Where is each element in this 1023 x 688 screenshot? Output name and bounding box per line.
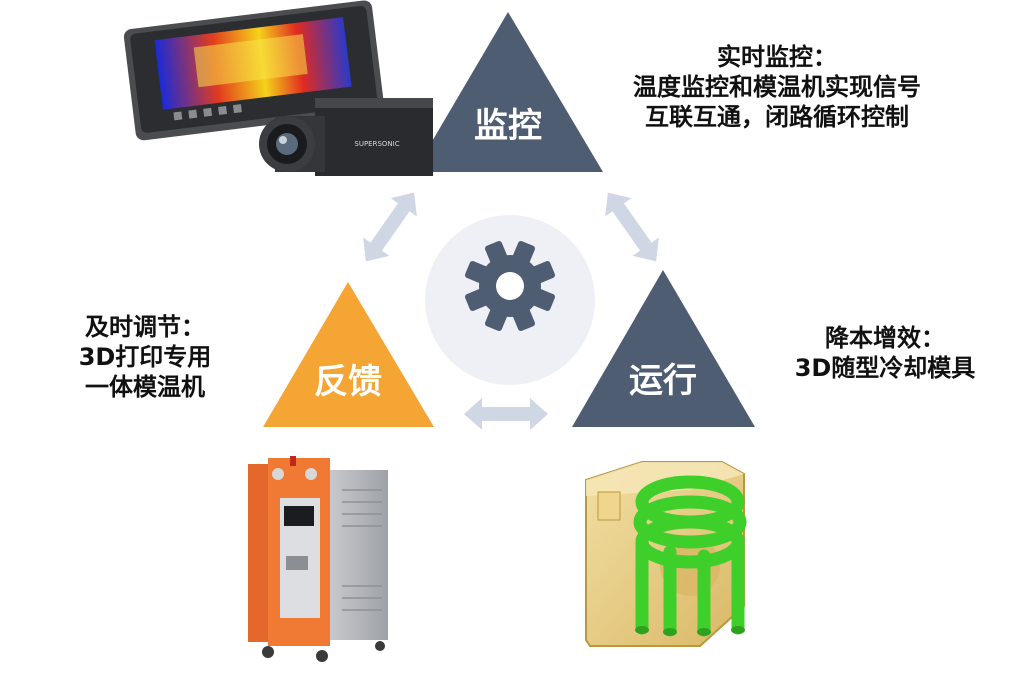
conformal-cooling-mould-image bbox=[585, 461, 747, 647]
double-arrow-icon bbox=[605, 192, 659, 262]
caption-monitor: 实时监控： 温度监控和模温机实现信号 互联互通，闭路循环控制 bbox=[598, 42, 956, 132]
caption-feedback-title: 及时调节： bbox=[85, 313, 205, 341]
triangle-feedback: 反馈 bbox=[263, 282, 434, 427]
thermal-camera-brand: SUPERSONIC bbox=[354, 140, 399, 148]
double-arrow-icon bbox=[464, 398, 548, 430]
thermal-imager-image: SUPERSONIC bbox=[123, 0, 433, 176]
caption-run-line1: 3D随型冷却模具 bbox=[794, 354, 976, 382]
triangle-run-label: 运行 bbox=[629, 361, 697, 401]
triangle-run: 运行 bbox=[572, 270, 755, 427]
triangle-monitor: 监控 bbox=[414, 12, 603, 172]
mould-temperature-controller-image bbox=[248, 456, 388, 662]
caption-monitor-line2: 互联互通，闭路循环控制 bbox=[645, 103, 909, 131]
caption-feedback: 及时调节： 3D打印专用 一体模温机 bbox=[52, 312, 238, 402]
double-arrow-icon bbox=[363, 192, 417, 262]
triangle-feedback-label: 反馈 bbox=[314, 362, 382, 402]
caption-monitor-line1: 温度监控和模温机实现信号 bbox=[633, 73, 921, 101]
triangle-monitor-label: 监控 bbox=[474, 106, 542, 146]
caption-run-title: 降本增效： bbox=[825, 324, 945, 352]
caption-monitor-title: 实时监控： bbox=[717, 43, 837, 71]
caption-feedback-line1: 3D打印专用 bbox=[78, 343, 212, 371]
gear-icon bbox=[464, 240, 556, 332]
caption-run: 降本增效： 3D随型冷却模具 bbox=[770, 323, 1000, 383]
caption-feedback-line2: 一体模温机 bbox=[85, 373, 205, 401]
